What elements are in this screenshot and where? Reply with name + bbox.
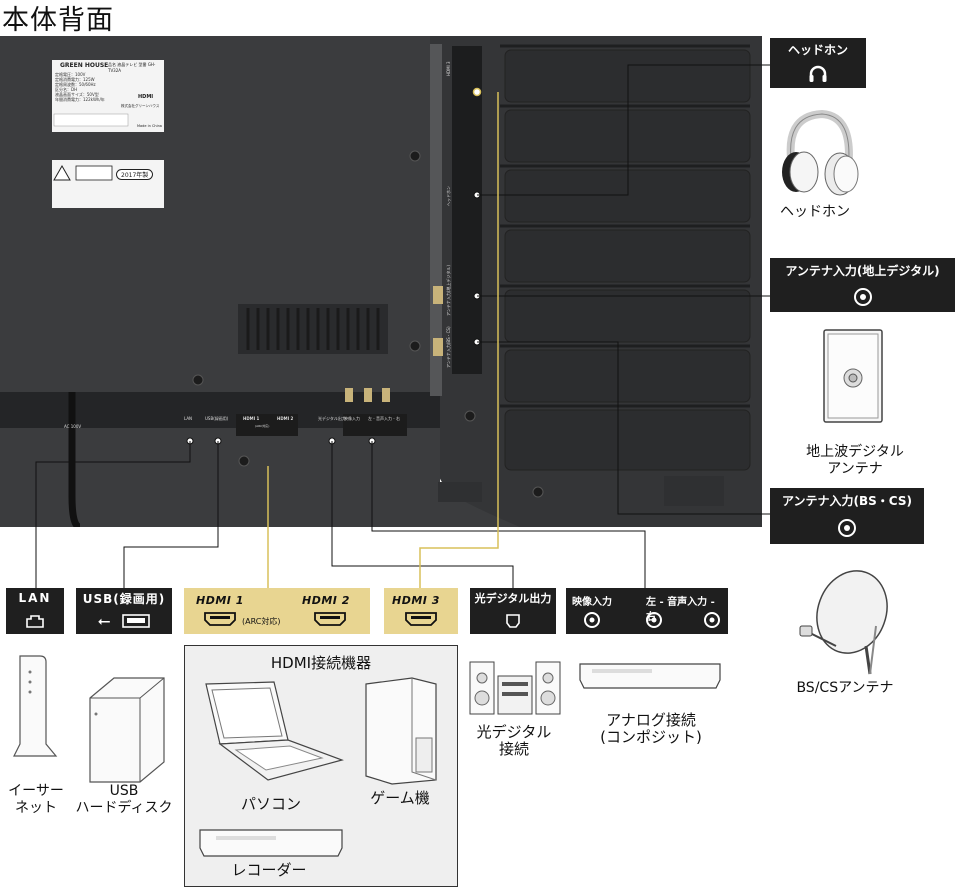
callout-antenna-bs-header: アンテナ入力(BS・CS) — [770, 488, 924, 512]
usb-trident-icon: ⭠ — [97, 611, 111, 630]
ethernet-router-image — [13, 655, 58, 757]
analog-caption: アナログ接続 (コンポジット) — [600, 711, 702, 746]
usb-port-icon — [122, 614, 151, 628]
usb-box-header: USB(録画用) — [76, 588, 172, 608]
optical-caption: 光デジタル 接続 — [476, 723, 552, 758]
callout-headphone-icon-box — [770, 60, 866, 88]
callout-antenna-bs-icon-box — [770, 512, 924, 544]
coax-jack-icon — [853, 288, 872, 306]
hdmi1-arc-note: (ARC対応) — [242, 617, 281, 626]
callout-headphone-caption: ヘッドホン — [780, 204, 850, 220]
lan-box-header: LAN — [6, 588, 64, 608]
rating-plate-specs: 定格電圧：100V 定格消費電力：125W 定格周波数：50/60Hz 区分名：… — [55, 72, 105, 102]
lan-port-icon — [26, 615, 44, 628]
hdmi1-port-icon — [204, 612, 236, 626]
pc-caption: パソコン — [240, 795, 301, 813]
lan-caption: イーサー ネット — [8, 783, 64, 816]
analog-player-image — [579, 663, 721, 689]
usb-box-icon-area: ⭠ — [76, 608, 172, 634]
laptop-image — [205, 681, 344, 781]
page-title: 本体背面 — [2, 5, 114, 36]
callout-antenna-terrestrial-caption: 地上波デジタル アンテナ — [806, 444, 904, 477]
optical-port-icon — [506, 614, 520, 628]
port-label-hdmi2: HDMI 2 — [277, 416, 294, 421]
rating-plate-brand: GREEN HOUSE — [60, 62, 109, 69]
rating-plate-origin: Made in China — [137, 124, 162, 128]
power-cord — [68, 392, 81, 527]
optical-box-icon-area — [470, 608, 556, 634]
port-label-optical: 光デジタル出力 — [318, 416, 346, 421]
port-label-video-in: 映像入力 — [344, 416, 360, 421]
audio-system-image — [469, 661, 561, 715]
usb-hdd-image — [89, 677, 165, 783]
analog-audio-header: 左 - 音声入力 - 右 — [646, 597, 715, 623]
rating-plate-maker: 株式会社グリーンハウス — [121, 104, 160, 108]
headphone-icon — [809, 65, 827, 82]
callout-antenna-terrestrial-icon-box — [770, 282, 955, 312]
game-console-caption: ゲーム機 — [370, 789, 430, 807]
callout-antenna-bs-caption: BS/CSアンテナ — [796, 680, 894, 696]
recorder-image — [199, 829, 343, 857]
port-label-hdmi1: HDMI 1 — [243, 416, 260, 421]
game-console-image — [365, 677, 437, 785]
hdmi2-label: HDMI 2 — [302, 594, 350, 607]
year-badge: 2017年製 — [116, 169, 154, 180]
hdmi3-box: HDMI 3 — [384, 588, 458, 634]
port-label-usb: USB(録画用) — [205, 416, 229, 421]
hdmi12-box: HDMI 1 HDMI 2 (ARC対応) — [184, 588, 370, 634]
headphone-image — [782, 109, 859, 196]
port-label-audio-in: 左 - 音声入力 - 右 — [368, 416, 400, 421]
callout-antenna-terrestrial-header: アンテナ入力(地上デジタル) — [770, 258, 955, 282]
rating-plate-model: 品名 液晶テレビ 型番 GH-TV32A — [108, 62, 156, 73]
analog-box: 映像入力 左 - 音声入力 - 右 — [566, 588, 728, 634]
rating-plate-hdmi-logo: HDMI — [138, 94, 154, 100]
analog-video-header: 映像入力 — [572, 597, 612, 608]
hdmi-group-title: HDMI接続機器 — [270, 654, 372, 672]
tv-vent — [238, 304, 388, 354]
optical-box-header: 光デジタル出力 — [470, 588, 556, 608]
lan-box-icon-area — [6, 608, 64, 634]
callout-headphone-header: ヘッドホン — [770, 38, 866, 60]
usb-caption: USB ハードディスク — [75, 783, 173, 816]
hdmi3-label: HDMI 3 — [392, 594, 440, 607]
hdmi2-port-icon — [314, 612, 346, 626]
port-label-lan: LAN — [184, 416, 193, 421]
tv-back-panel — [0, 36, 762, 527]
tv-side-panel — [452, 46, 482, 374]
hdmi1-label: HDMI 1 — [196, 594, 244, 607]
wall-antenna-outlet-image — [823, 329, 883, 423]
hdmi3-port-icon — [405, 612, 437, 626]
recorder-caption: レコーダー — [231, 861, 307, 879]
port-label-hdmi1-arc: (ARC対応) — [255, 424, 270, 428]
port-label-power: AC 100V — [64, 424, 82, 429]
coax-jack-icon — [838, 519, 856, 537]
hdmi-lead-3 — [419, 92, 499, 588]
rca-jacks-icon — [584, 612, 720, 628]
bs-cs-dish-image — [799, 570, 888, 675]
